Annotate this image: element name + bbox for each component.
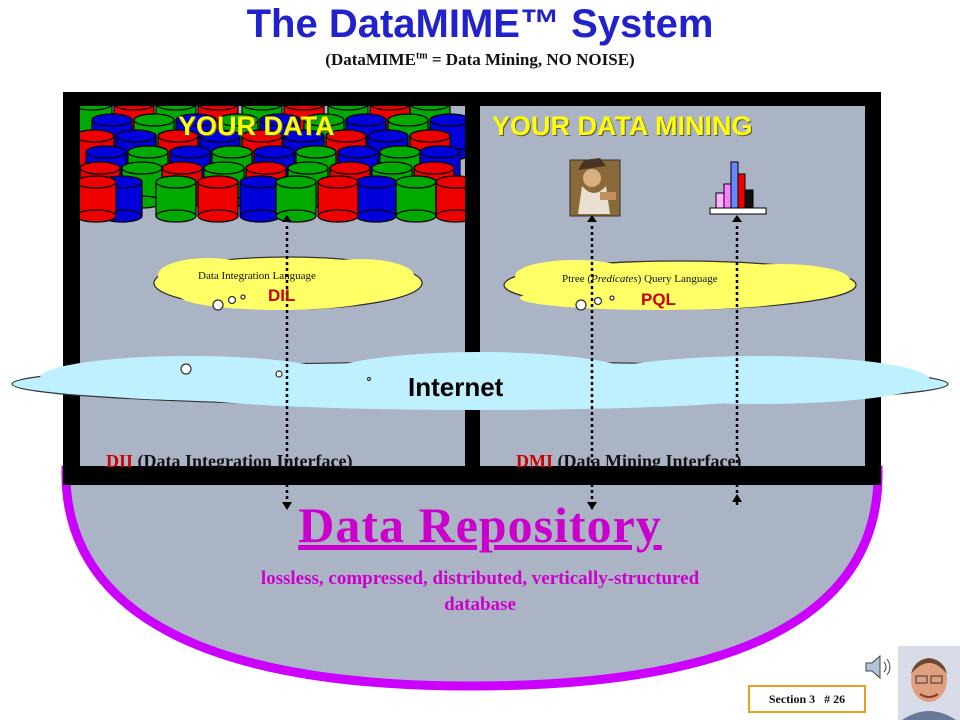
dil-cloud-label: Data Integration Language bbox=[198, 270, 316, 282]
author-photo bbox=[898, 646, 960, 720]
pql-abbr: PQL bbox=[641, 290, 676, 309]
bar-chart-icon bbox=[709, 161, 767, 215]
page-subtitle: (DataMIMEtm = Data Mining, NO NOISE) bbox=[0, 50, 960, 70]
dii-label: DII (Data Integration Interface) bbox=[106, 451, 353, 471]
arrowheads bbox=[282, 215, 742, 510]
dmi-label: DMI (Data Mining Interface) bbox=[516, 451, 742, 471]
pql-cloud bbox=[503, 260, 857, 311]
page-number: # 26 bbox=[824, 692, 846, 706]
connectors bbox=[285, 226, 739, 508]
data-repository-title: Data Repository bbox=[298, 497, 662, 553]
subtitle-prefix: (DataMIME bbox=[325, 50, 416, 69]
pql-cloud-label: Ptree (Predicates) Query Language bbox=[562, 273, 718, 285]
miner-image-icon bbox=[569, 158, 621, 217]
subtitle-tm: tm bbox=[415, 50, 428, 62]
internet-label: Internet bbox=[408, 372, 504, 402]
dil-abbr: DIL bbox=[268, 286, 296, 305]
speaker-icon[interactable] bbox=[862, 652, 896, 682]
data-repository-description: lossless, compressed, distributed, verti… bbox=[260, 568, 700, 615]
section-label: Section 3 bbox=[768, 692, 816, 706]
section-page-box: Section 3 # 26 bbox=[748, 685, 866, 713]
repository-bowl bbox=[61, 465, 883, 691]
internet-cloud bbox=[11, 352, 949, 410]
subtitle-suffix: = Data Mining, NO NOISE) bbox=[427, 50, 635, 69]
page-title: The DataMIME™ System bbox=[246, 2, 714, 46]
your-data-mining-heading: YOUR DATA MINING bbox=[492, 111, 753, 141]
your-data-heading: YOUR DATA bbox=[178, 111, 335, 141]
